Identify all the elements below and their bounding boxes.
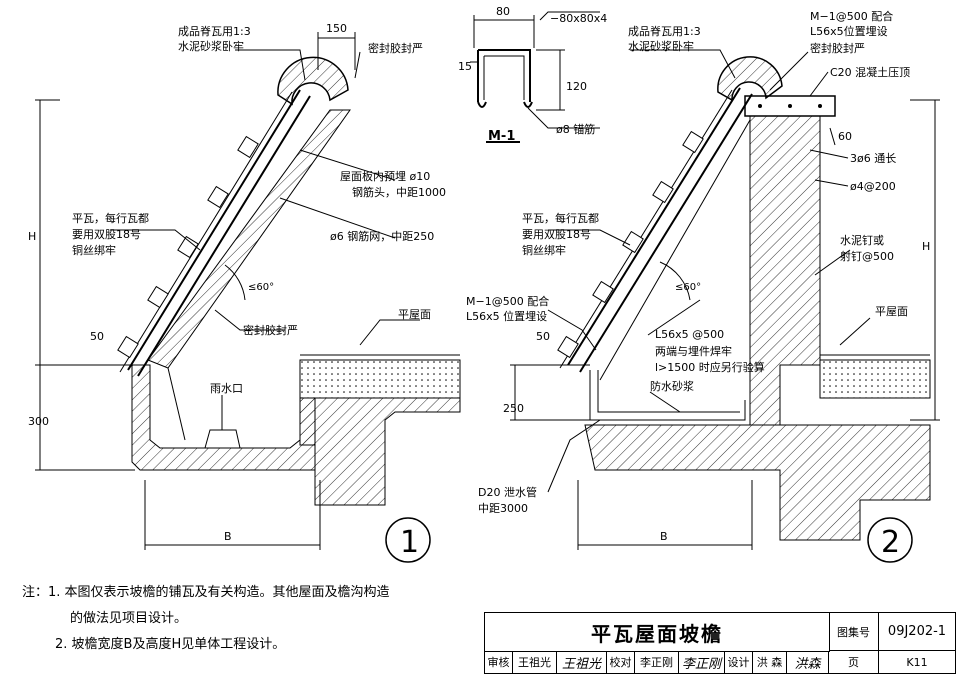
detail1-gutter [131,364,316,471]
detail1-tiles [117,89,311,377]
detail1-drain-outlet [204,429,241,449]
d1-flat-roof: 平屋面 [398,308,431,321]
detail2-insulation [819,359,931,399]
d1-embed-bar2: 钢筋头，中距1000 [352,185,446,199]
d2-angle-steel: L56x5 @500 [655,328,724,341]
m1-title: M-1 [488,129,515,144]
title-block: 平瓦屋面坡檐 图集号 09J202-1 审核 王祖光 王祖光 校对 李正刚 李正… [484,612,956,674]
detail1-insulation [299,359,461,399]
d2-pipe: D20 泄水管 [478,485,537,499]
d1-tile3: 铜丝绑牢 [72,243,116,257]
designer: 洪 森 [753,651,787,673]
d2-tile3: 铜丝绑牢 [522,243,566,257]
detail1-inclined-wall [147,109,351,369]
d2-c20: C20 混凝土压顶 [830,65,910,79]
m1-detail: 80 −80x80x4 15 120 ø8 锚筋 M-1 [458,5,607,144]
atlas-label: 图集号 [829,613,879,651]
d1-embed-bar: 屋面板内预埋 ø10 [340,169,430,183]
d1-sealant-top: 密封胶封严 [368,41,423,55]
d1-ridge-tile-label2: 水泥砂浆卧牢 [178,39,244,53]
d2-tile2: 要用双股18号 [522,228,591,241]
d1-sealant-bottom: 密封胶封严 [243,323,298,337]
d1-dim-150: 150 [326,22,347,35]
d2-dim-H: H [922,240,930,253]
detail2-slab [584,424,931,541]
reviewer: 王祖光 [513,651,557,673]
m1-dim-15: 15 [458,60,472,73]
d2-flat-roof: 平屋面 [875,305,908,318]
m1-anchor: ø8 锚筋 [556,122,595,136]
drawing-title: 平瓦屋面坡檐 [485,613,830,652]
d2-weld: 两端与埋件焊牢 [655,344,732,358]
d1-angle: ≤60° [248,282,274,293]
d2-mortar: 防水砂浆 [650,379,694,393]
detail2-wall [749,109,821,426]
checker-signature: 李正刚 [679,651,725,673]
detail1-ridge-tile [277,56,349,106]
d2-ridge-tile: 成品脊瓦用1:3 [628,24,701,38]
d2-dim-60: 60 [838,130,852,143]
d2-number: 2 [881,525,900,560]
page-label: 页 [829,651,879,673]
d2-pipe2: 中距3000 [478,502,528,515]
d2-angle: ≤60° [675,282,701,293]
d1-ridge-tile-label: 成品脊瓦用1:3 [178,24,251,38]
d2-ridge-tile2: 水泥砂浆卧牢 [628,39,694,53]
d1-dim-H: H [28,230,36,243]
notes: 注：1. 本图仅表示坡檐的铺瓦及有关构造。其他屋面及檐沟构造 的做法见项目设计。… [22,580,390,658]
d1-drain: 雨水口 [210,382,243,395]
design-label: 设计 [725,651,753,673]
d2-dim-250: 250 [503,402,524,415]
d2-m1-top2: L56x5位置埋设 [810,24,888,38]
d2-m1-top: M−1@500 配合 [810,9,893,23]
d2-tile: 平瓦，每行瓦都 [522,211,599,225]
d2-m1-bottom: M−1@500 配合 [466,294,549,308]
d2-dim-B: B [660,530,668,543]
d1-tile: 平瓦，每行瓦都 [72,211,149,225]
d2-sealant: 密封胶封严 [810,41,865,55]
d1-dim-300: 300 [28,415,49,428]
d1-number: 1 [400,525,419,560]
designer-signature: 洪森 [787,651,829,673]
note-1-cont: 的做法见项目设计。 [70,611,188,626]
d2-bars4: ø4@200 [850,180,896,193]
checker: 李正刚 [635,651,679,673]
m1-section: −80x80x4 [550,12,607,25]
d2-dim-50: 50 [536,330,550,343]
d2-check: l>1500 时应另行验算 [655,360,765,374]
detail-1: 成品脊瓦用1:3 水泥砂浆卧牢 150 密封胶封严 屋面板内预埋 ø10 钢筋头… [28,22,461,563]
review-label: 审核 [485,651,513,673]
reviewer-signature: 王祖光 [557,651,607,673]
d2-nail: 水泥钉或 [840,234,884,247]
d1-mesh: ø6 钢筋网，中距250 [330,229,434,243]
d1-dim-50: 50 [90,330,104,343]
check-label: 校对 [607,651,635,673]
d1-dim-B: B [224,530,232,543]
detail2-tiles [557,87,753,373]
note-2: 2. 坡檐宽度B及高度H见单体工程设计。 [55,637,286,652]
page-number: K11 [906,655,928,669]
m1-dim-120: 120 [566,80,587,93]
d1-tile2: 要用双股18号 [72,228,141,241]
note-1: 注：1. 本图仅表示坡檐的铺瓦及有关构造。其他屋面及檐沟构造 [22,585,390,600]
m1-dim-80: 80 [496,5,510,18]
detail1-slab [299,397,461,506]
d2-bars3: 3ø6 通长 [850,152,896,165]
detail-2: 成品脊瓦用1:3 水泥砂浆卧牢 M−1@500 配合 L56x5位置埋设 密封胶… [466,9,940,563]
d2-m1-bottom2: L56x5 位置埋设 [466,309,547,323]
atlas-number: 09J202-1 [879,613,955,651]
d2-nail2: 射钉@500 [840,249,894,263]
